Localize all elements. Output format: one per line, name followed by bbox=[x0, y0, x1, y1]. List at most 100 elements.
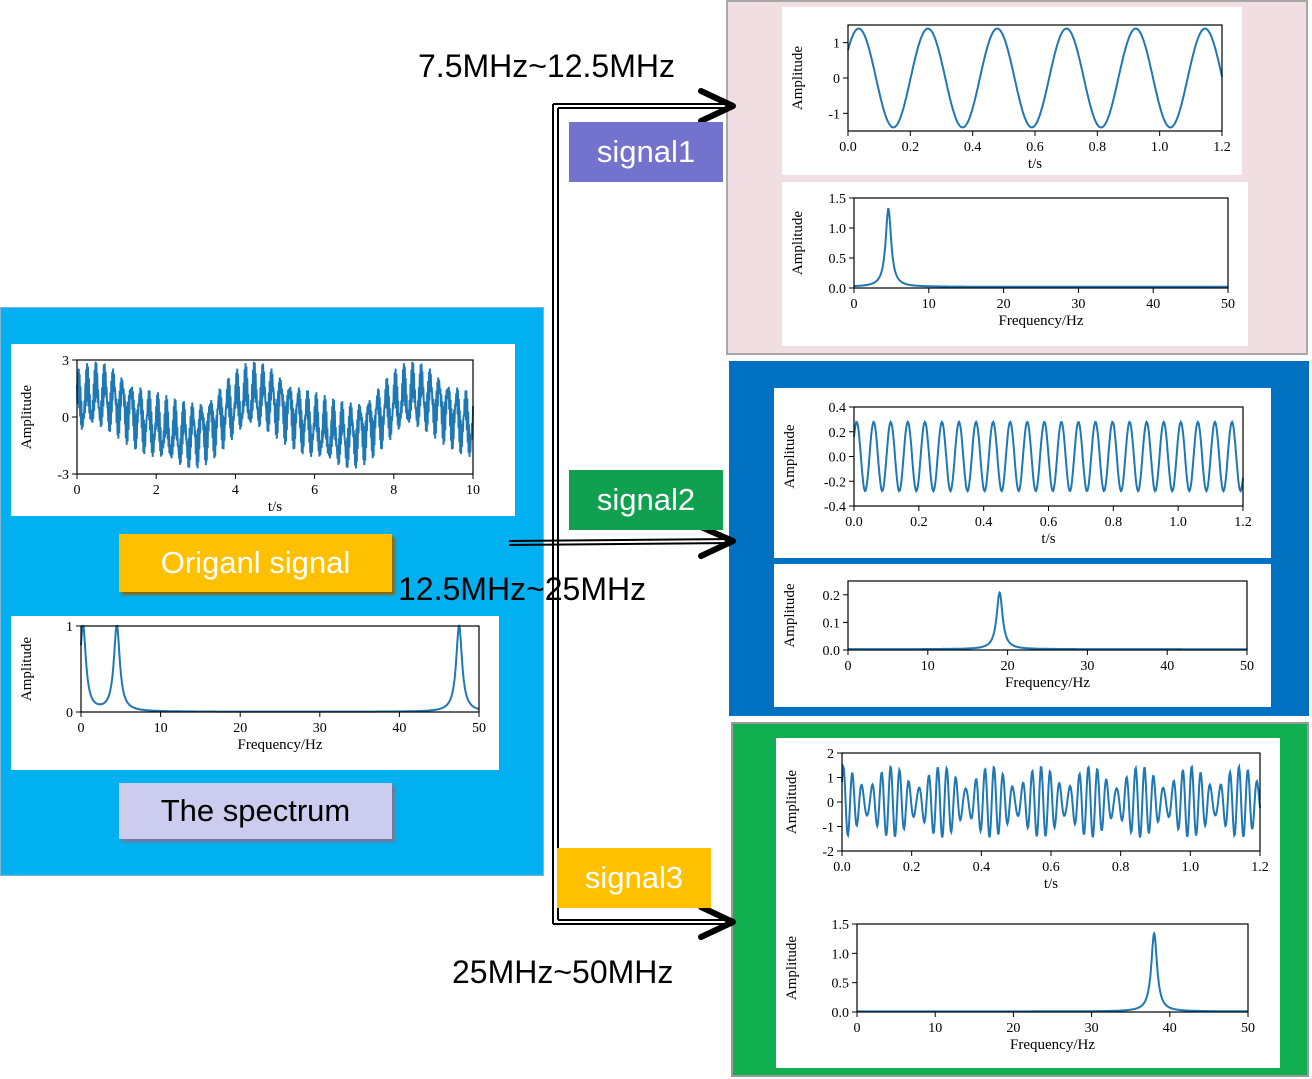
band3-label: 25MHz~50MHz bbox=[452, 954, 674, 990]
x-tick-label: 40 bbox=[1160, 659, 1174, 674]
y-axis-label: Amplitude bbox=[782, 424, 798, 489]
y-tick-label: 1.0 bbox=[829, 222, 847, 237]
y-axis-label: Amplitude bbox=[784, 936, 800, 1001]
x-tick-label: 0.0 bbox=[833, 860, 851, 875]
plot-frame bbox=[80, 625, 480, 713]
x-tick-label: 0.2 bbox=[902, 140, 920, 155]
x-tick-label: 10 bbox=[154, 721, 168, 736]
x-tick-label: 40 bbox=[1146, 297, 1160, 312]
y-axis-label: Amplitude bbox=[790, 46, 806, 111]
series-line bbox=[841, 762, 1261, 839]
x-tick-label: 0.8 bbox=[1105, 515, 1123, 530]
x-tick-label: 30 bbox=[313, 721, 327, 736]
y-tick-label: 0.0 bbox=[829, 282, 847, 297]
x-tick-label: 0.4 bbox=[964, 140, 982, 155]
x-tick-label: 0.6 bbox=[1026, 140, 1044, 155]
x-tick-label: 40 bbox=[392, 721, 406, 736]
y-tick-label: 0.4 bbox=[829, 401, 847, 416]
x-tick-label: 10 bbox=[928, 1021, 942, 1036]
arrowhead-1 bbox=[698, 88, 736, 124]
x-tick-label: 1.0 bbox=[1182, 860, 1200, 875]
x-tick-label: 2 bbox=[153, 483, 160, 498]
y-axis-label: Amplitude bbox=[19, 385, 35, 450]
y-tick-label: -3 bbox=[57, 468, 69, 483]
x-tick-label: 20 bbox=[1006, 1021, 1020, 1036]
y-tick-label: 1 bbox=[827, 772, 834, 787]
x-tick-label: 1.0 bbox=[1169, 515, 1187, 530]
x-tick-label: 1.2 bbox=[1234, 515, 1252, 530]
y-tick-label: 0.5 bbox=[832, 977, 850, 992]
x-tick-label: 4 bbox=[232, 483, 239, 498]
y-tick-label: 1 bbox=[833, 37, 840, 52]
x-tick-label: 0.6 bbox=[1040, 515, 1058, 530]
y-tick-label: 1.0 bbox=[832, 947, 850, 962]
x-tick-label: 0.6 bbox=[1042, 860, 1060, 875]
y-tick-label: 2 bbox=[827, 747, 834, 762]
x-tick-label: 1.2 bbox=[1251, 860, 1269, 875]
signal1-tag: signal1 bbox=[569, 122, 723, 182]
y-tick-label: 0.1 bbox=[823, 616, 841, 631]
x-axis-label: Frequency/Hz bbox=[238, 737, 323, 753]
branch2-line-top bbox=[508, 538, 734, 542]
x-tick-label: 20 bbox=[233, 721, 247, 736]
y-tick-label: 1 bbox=[66, 620, 73, 635]
x-tick-label: 50 bbox=[1241, 1021, 1255, 1036]
spectrum-tag: The spectrum bbox=[119, 783, 392, 839]
y-tick-label: 0.2 bbox=[829, 426, 847, 441]
x-tick-label: 0 bbox=[845, 659, 852, 674]
branch2-line-bottom bbox=[508, 542, 734, 546]
y-tick-label: -0.2 bbox=[824, 475, 846, 490]
signal2-tag: signal2 bbox=[569, 470, 723, 530]
y-tick-label: 0.2 bbox=[823, 589, 841, 604]
x-tick-label: 8 bbox=[390, 483, 397, 498]
x-tick-label: 40 bbox=[1163, 1021, 1177, 1036]
y-tick-label: -2 bbox=[822, 845, 834, 860]
plot-frame bbox=[853, 197, 1229, 289]
x-tick-label: 10 bbox=[922, 297, 936, 312]
y-tick-label: 0.5 bbox=[829, 252, 847, 267]
x-tick-label: 0.4 bbox=[975, 515, 993, 530]
arrowhead-2 bbox=[698, 524, 736, 559]
x-tick-label: 6 bbox=[311, 483, 318, 498]
x-axis-label: t/s bbox=[268, 499, 282, 515]
x-tick-label: 50 bbox=[1221, 297, 1235, 312]
x-tick-label: 0.4 bbox=[973, 860, 991, 875]
signal3-tag: signal3 bbox=[557, 848, 711, 908]
y-axis-label: Amplitude bbox=[790, 211, 806, 276]
x-axis-label: t/s bbox=[1028, 156, 1042, 172]
plot-frame bbox=[847, 580, 1248, 651]
x-axis-label: t/s bbox=[1044, 876, 1058, 892]
x-tick-label: 0 bbox=[74, 483, 81, 498]
y-axis-label: Amplitude bbox=[782, 583, 798, 648]
x-tick-label: 0 bbox=[851, 297, 858, 312]
x-tick-label: 0.8 bbox=[1112, 860, 1130, 875]
arrowhead-3 bbox=[698, 904, 736, 940]
x-tick-label: 0 bbox=[854, 1021, 861, 1036]
series-line bbox=[847, 27, 1223, 129]
y-tick-label: 0 bbox=[66, 706, 73, 721]
series-line bbox=[853, 207, 1228, 288]
series-line bbox=[848, 590, 1247, 651]
y-tick-label: 0 bbox=[833, 72, 840, 87]
x-tick-label: 30 bbox=[1071, 297, 1085, 312]
y-tick-label: -1 bbox=[822, 821, 834, 836]
x-axis-label: Frequency/Hz bbox=[1010, 1037, 1095, 1053]
plot-frame bbox=[856, 923, 1249, 1013]
x-tick-label: 1.0 bbox=[1151, 140, 1169, 155]
x-tick-label: 30 bbox=[1080, 659, 1094, 674]
y-tick-label: 3 bbox=[62, 354, 69, 369]
